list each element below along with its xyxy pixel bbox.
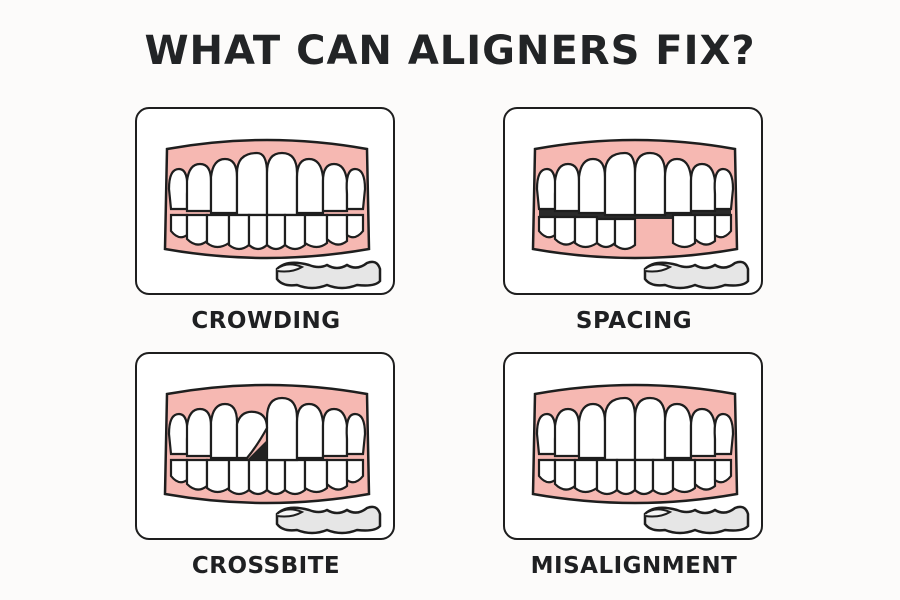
panel-misalignment [503, 352, 763, 540]
label-misalignment: MISALIGNMENT [530, 553, 738, 579]
panel-spacing [503, 107, 763, 295]
teeth-spacing-icon [531, 138, 750, 290]
teeth-crossbite-icon [163, 383, 382, 535]
page-title: WHAT CAN ALIGNERS FIX? [144, 28, 756, 74]
panel-crossbite [135, 352, 395, 540]
label-crowding: CROWDING [191, 308, 341, 334]
label-crossbite: CROSSBITE [191, 553, 341, 579]
teeth-misalignment-icon [531, 383, 750, 535]
teeth-crowding-icon [163, 138, 382, 290]
panel-crowding [135, 107, 395, 295]
label-spacing: SPACING [575, 308, 693, 334]
